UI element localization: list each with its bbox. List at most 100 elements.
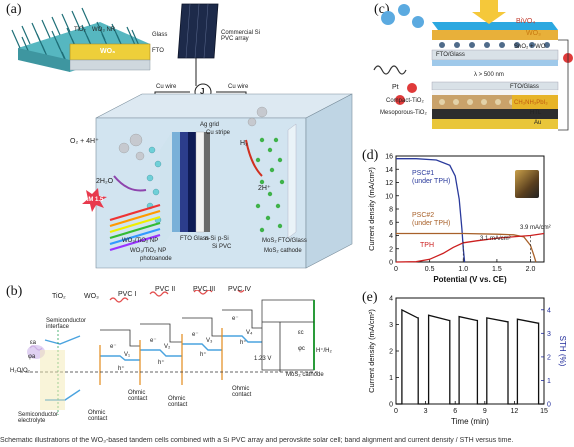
x-tick-label: 0: [394, 408, 398, 415]
hole-label-1: h⁺: [118, 366, 125, 372]
x-axis-label: Potential (V vs. CE): [433, 275, 507, 284]
y-tick-label: 1: [389, 375, 393, 382]
fto-glass-right-label: FTO/Glass: [278, 238, 307, 244]
band-pvc4-label: PVC IV: [228, 286, 251, 293]
y-tick-label: 8: [389, 207, 393, 214]
nanorod-inset-image: [11, 7, 151, 72]
2h-label: 2H⁺: [258, 185, 271, 192]
y2-tick-label: 1: [547, 378, 551, 385]
device-photo-image: [515, 170, 539, 198]
panel-a-illustration: [11, 3, 353, 269]
fto-glass-c1: FTO/Glass: [436, 52, 465, 58]
psc2-sub-label: (under TPH): [412, 220, 451, 227]
x-tick-label: 6: [453, 408, 457, 415]
phi-c-label: φc: [298, 346, 305, 352]
y-tick-label: 4: [389, 233, 393, 240]
electron-label-3: e⁻: [192, 332, 199, 338]
cu-wire-right-label: Cu wire: [228, 84, 249, 90]
x-tick-label: 15: [540, 408, 548, 415]
inset-wo3nr-label: WO₃ NR: [92, 27, 116, 33]
fto-glass-c2: FTO/Glass: [510, 84, 539, 90]
electron-label-2: e⁻: [150, 338, 157, 344]
tph-label: TPH: [420, 242, 434, 249]
band-pvc1-label: PVC I: [118, 291, 137, 298]
x-tick-label: 12: [511, 408, 519, 415]
sun-icon: [82, 188, 107, 212]
panel-d-label: (d): [362, 148, 379, 163]
y-tick-label: 2: [389, 349, 393, 356]
y-axis-label: Current density (mA/cm²): [367, 309, 376, 393]
x-tick-label: 1.5: [492, 266, 502, 273]
x-tick-label: 0: [394, 266, 398, 273]
y-tick-label: 0: [389, 260, 393, 267]
x-tick-label: 1.0: [458, 266, 468, 273]
x-axis-label: Time (min): [451, 417, 489, 426]
annotation-31: 3.1 mA/cm²: [480, 236, 511, 242]
y-tick-label: 2: [389, 246, 393, 253]
electron-label-1: e⁻: [110, 344, 117, 350]
perovskite-label: CH₃NH₃PbI₃: [514, 100, 548, 106]
y-tick-label: 12: [385, 180, 393, 187]
y-tick-label: 6: [389, 220, 393, 227]
phi-a-label: φa: [28, 354, 36, 360]
mos2-cathode-b-label: MoS₂ cathode: [286, 372, 324, 378]
commercial-pvc-label: Commercial Si PVC array: [221, 30, 261, 42]
band-pvc2-label: PVC II: [155, 286, 176, 293]
y2-tick-label: 0: [547, 402, 551, 409]
v4-label: V₄: [246, 330, 253, 336]
cu-wire-left-label: Cu wire: [156, 84, 177, 90]
inset-wo3-label: WO₃: [100, 48, 116, 55]
band-tio2-label: TiO₂: [52, 293, 66, 300]
v2-label: V₂: [164, 344, 171, 350]
compact-tio2-label: Compact-TiO₂: [386, 98, 424, 104]
x-tick-label: 9: [483, 408, 487, 415]
am15-label: AM 1.5: [84, 197, 104, 203]
ohmic-contact-1: Ohmic contact: [88, 410, 108, 422]
x-tick-label: 2.0: [526, 266, 536, 273]
pt-label: Pt: [392, 84, 399, 91]
y-tick-label: 16: [385, 154, 393, 161]
y-tick-label: 3: [389, 322, 393, 329]
si-pvc-panel-image: [177, 3, 219, 59]
sno2-label: SnO₂ + WO: [514, 44, 546, 50]
lambda-label: λ > 500 nm: [474, 72, 504, 78]
electrolysis-cell-image: [95, 93, 353, 269]
series-line-1: [396, 158, 466, 263]
band-pvc3-label: PVC III: [193, 286, 216, 293]
inset-glass-label: Glass: [152, 32, 168, 38]
y-axis-label: Current density (mA/cm²): [367, 167, 376, 251]
ohmic-contact-3: Ohmic contact: [168, 396, 188, 408]
y-tick-label: 4: [389, 296, 393, 303]
wo3tio2np-label-2: WO₃/TiO₂ NP: [130, 248, 167, 254]
eta-c-label: εc: [298, 330, 304, 336]
y-tick-label: 14: [385, 167, 393, 174]
y2-axis-label: STH (%): [558, 336, 567, 367]
si-pvc-label: Si PVC: [212, 244, 232, 250]
h2o-label: 2H₂O: [96, 178, 114, 185]
figure-caption: Schematic illustrations of the WO₃-based…: [0, 437, 514, 444]
meter-label: J: [200, 87, 205, 96]
mos2-cathode-label: MoS₂ cathode: [264, 248, 302, 254]
y-tick-label: 0: [389, 402, 393, 409]
psc2-label: PSC#2: [412, 212, 435, 219]
ohmic-contact-4: Ohmic contact: [232, 386, 252, 398]
ag-grid-label: Ag grid: [200, 122, 220, 128]
h-h2-label: H⁺/H₂: [316, 348, 332, 354]
inset-tio2-label: TiO₂: [74, 27, 86, 33]
semi-interface-label: Semiconductor interface: [46, 318, 87, 330]
au-label: Au: [534, 120, 542, 126]
eta-a-label: εa: [30, 340, 37, 346]
y2-tick-label: 4: [547, 307, 551, 314]
y2-tick-label: 2: [547, 354, 551, 361]
v3-label: V₃: [206, 338, 213, 344]
v123-label: 1.23 V: [254, 356, 272, 362]
y-tick-label: 10: [385, 193, 393, 200]
panel-a-label: (a): [6, 2, 22, 17]
psc1-sub-label: (under TPH): [412, 178, 451, 185]
series-line-3: [395, 232, 545, 263]
series-line-2: [396, 232, 537, 263]
cu-stripe-label: Cu stripe: [206, 130, 231, 136]
semi-electrolyte-label: Semiconductor electrolyte: [18, 412, 59, 424]
wo3-c-label: WO₃: [526, 30, 541, 37]
nsi-label: n-Si: [205, 236, 216, 242]
